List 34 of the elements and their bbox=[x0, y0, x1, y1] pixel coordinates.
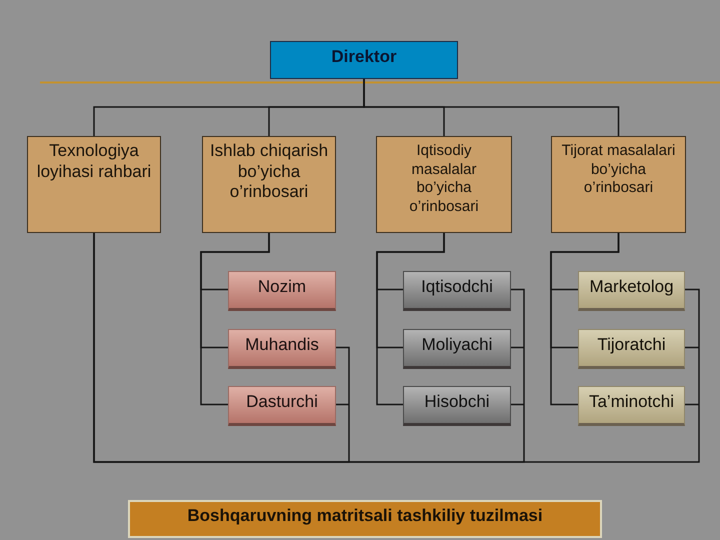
deputy-label: Iqtisodiy masalalar bo’yicha o’rinbosari bbox=[408, 142, 480, 216]
deputy-box bbox=[202, 136, 336, 233]
caption-text: Boshqaruvning matritsali tashkiliy tuzilmasi bbox=[187, 506, 543, 526]
deputy-label: Ishlab chiqarish bo’yicha o’rinbosari bbox=[208, 141, 330, 204]
staff-box bbox=[228, 329, 336, 369]
deputy-label: Texnologiya loyihasi rahbari bbox=[36, 141, 152, 182]
staff-label: Hisobchi bbox=[424, 392, 490, 412]
staff-label: Nozim bbox=[258, 277, 306, 298]
staff-label: Tijoratchi bbox=[597, 335, 666, 356]
connector-line bbox=[93, 232, 700, 463]
deputy-box bbox=[551, 136, 686, 233]
staff-box bbox=[228, 271, 336, 311]
connector-line bbox=[200, 233, 270, 406]
staff-box bbox=[403, 386, 511, 426]
staff-label: Marketolog bbox=[589, 277, 674, 298]
staff-label: Moliyachi bbox=[422, 335, 492, 356]
staff-label: Muhandis bbox=[245, 335, 319, 356]
director-label: Direktor bbox=[331, 47, 397, 68]
connector-line bbox=[550, 233, 620, 406]
director-box bbox=[270, 41, 458, 79]
staff-box bbox=[578, 386, 685, 426]
staff-box bbox=[228, 386, 336, 426]
staff-label: Iqtisodchi bbox=[421, 277, 493, 298]
staff-box bbox=[403, 329, 511, 369]
deputy-box bbox=[27, 136, 161, 233]
deputy-box bbox=[376, 136, 512, 233]
staff-label: Ta’minotchi bbox=[588, 392, 674, 412]
staff-label: Dasturchi bbox=[246, 392, 318, 412]
connector-line bbox=[376, 233, 445, 406]
staff-box bbox=[578, 271, 685, 311]
connector-line bbox=[363, 79, 620, 136]
staff-box bbox=[403, 271, 511, 311]
staff-box bbox=[578, 329, 685, 369]
deputy-label: Tijorat masalalari bo’yicha o’rinbosari bbox=[560, 142, 676, 198]
